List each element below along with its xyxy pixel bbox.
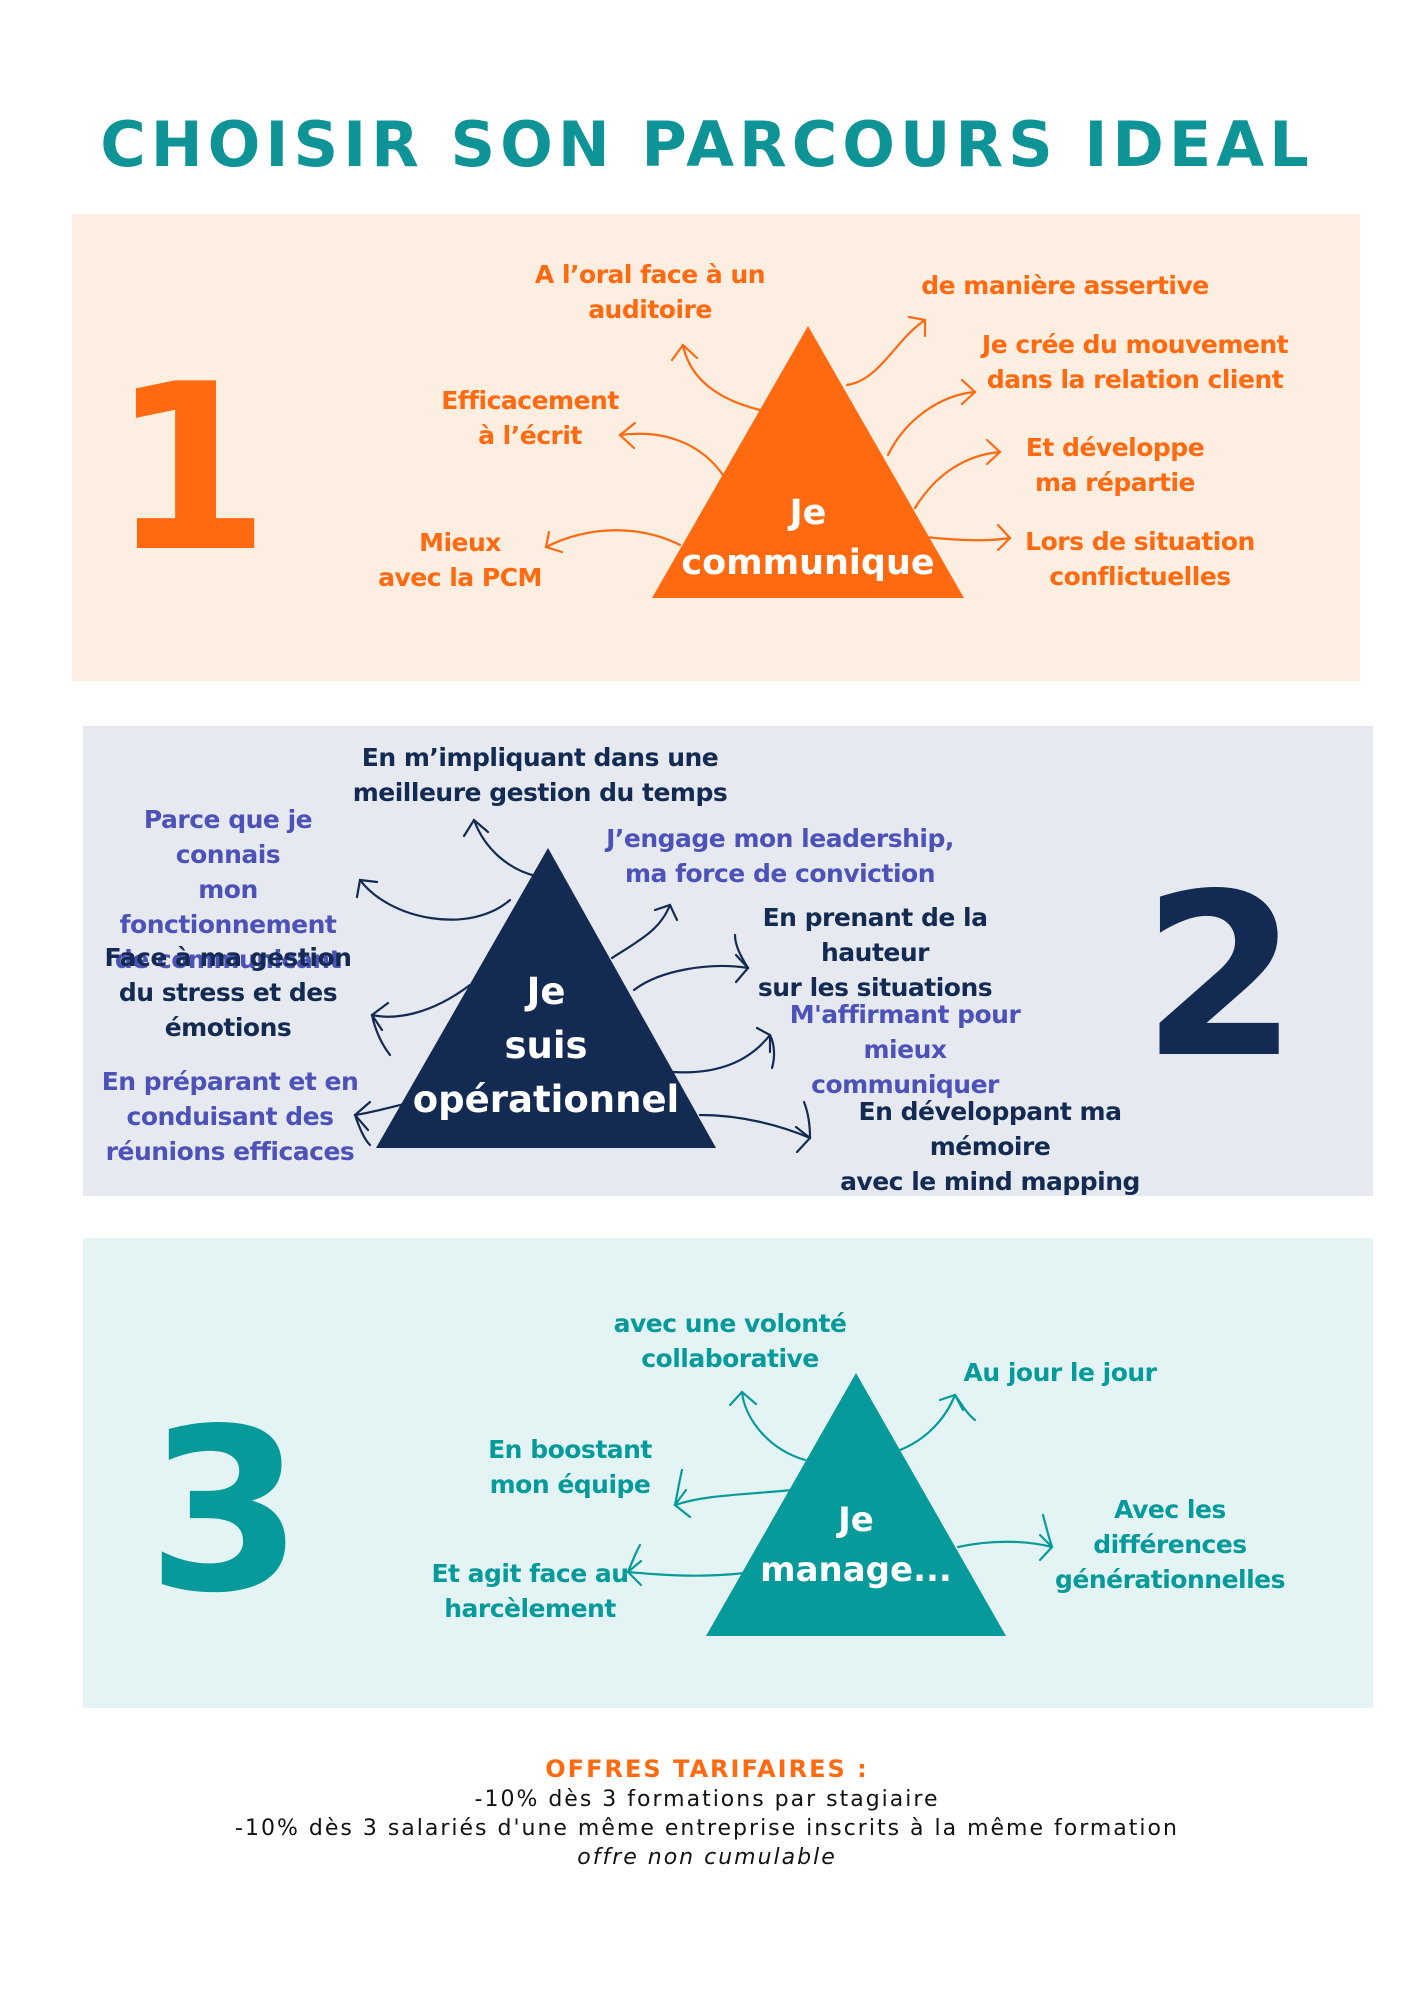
section-2-triangle bbox=[376, 848, 716, 1148]
arrow-repartie bbox=[913, 450, 1002, 510]
label-memoire: En développant ma mémoire avec le mind m… bbox=[840, 1097, 1140, 1196]
arrow-temps bbox=[472, 818, 538, 878]
label-repartie: Et développe ma répartie bbox=[1025, 433, 1205, 497]
label-collaborative: avec une volonté collaborative bbox=[613, 1309, 847, 1373]
arrow-harcelement bbox=[626, 1570, 747, 1577]
label-pcm: Mieux avec la PCM bbox=[378, 528, 542, 592]
label-oral: A l’oral face à un auditoire bbox=[534, 260, 766, 324]
label-temps: En m’impliquant dans une meilleure gesti… bbox=[352, 743, 728, 807]
offers-note: offre non cumulable bbox=[577, 1845, 837, 1870]
arrow-leadership bbox=[610, 903, 672, 960]
section-3-triangle-label: Je manage... bbox=[760, 1500, 952, 1590]
label-assertive: de manière assertive bbox=[921, 271, 1209, 300]
section-1-panel bbox=[72, 214, 1360, 681]
arrow-ecrit bbox=[618, 432, 727, 480]
arrow-affirmant bbox=[670, 1033, 772, 1074]
label-conflict: Lors de situation conflictuelles bbox=[1025, 527, 1255, 591]
arrow-stress bbox=[370, 983, 472, 1018]
section-1-number: 1 bbox=[110, 336, 271, 603]
offers-heading: OFFRES TARIFAIRES : bbox=[545, 1755, 869, 1783]
label-leadership: J’engage mon leadership, ma force de con… bbox=[606, 824, 954, 888]
label-affirmant: M'affirmant pour mieux communiquer bbox=[789, 1000, 1021, 1099]
section-1-triangle-label: Je communique bbox=[681, 493, 935, 583]
arrow-pcm bbox=[544, 529, 682, 549]
offers-line-1: -10% dès 3 formations par stagiaire bbox=[474, 1787, 940, 1812]
label-generations: Avec les différences générationnelles bbox=[1054, 1495, 1286, 1594]
arrow-mouvement bbox=[886, 390, 977, 457]
label-mouvement: Je crée du mouvement dans la relation cl… bbox=[981, 330, 1289, 394]
arrow-reunions bbox=[353, 1095, 434, 1117]
arrow-conflict bbox=[923, 535, 1012, 542]
section-3-triangle bbox=[706, 1373, 1006, 1636]
arrow-assertive bbox=[845, 318, 927, 387]
section-3-number: 3 bbox=[146, 1381, 304, 1643]
page-title: CHOISIR SON PARCOURS IDEAL bbox=[100, 108, 1314, 181]
section-2-panel bbox=[83, 726, 1373, 1196]
arrow-memoire bbox=[698, 1113, 812, 1140]
label-jour: Au jour le jour bbox=[963, 1358, 1157, 1387]
section-1-triangle bbox=[652, 326, 964, 598]
offers-line-2: -10% dès 3 salariés d'une même entrepris… bbox=[235, 1816, 1179, 1841]
section-2-number: 2 bbox=[1141, 846, 1299, 1108]
arrow-oral bbox=[681, 343, 762, 412]
section-2-triangle-label: Je suis opérationnel bbox=[412, 970, 680, 1121]
arrow-generations bbox=[956, 1540, 1054, 1549]
label-fonctionnement: Parce que je connais mon fonctionnement … bbox=[114, 805, 342, 974]
arrow-hauteur bbox=[632, 964, 750, 992]
arrow-boostant bbox=[673, 1488, 794, 1507]
label-harcelement: Et agit face au harcèlement bbox=[431, 1559, 629, 1623]
label-boostant: En boostant mon équipe bbox=[488, 1435, 652, 1499]
label-hauteur: En prenant de la hauteur sur les situati… bbox=[757, 903, 993, 1002]
label-ecrit: Efficacement à l’écrit bbox=[441, 386, 619, 450]
arrow-jour bbox=[898, 1393, 957, 1452]
label-reunions: En préparant et en conduisant des réunio… bbox=[101, 1067, 359, 1166]
arrow-fonctionnement bbox=[358, 878, 512, 921]
arrow-collaborative bbox=[740, 1390, 807, 1462]
label-stress: Face à ma gestion du stress et des émoti… bbox=[104, 943, 352, 1042]
